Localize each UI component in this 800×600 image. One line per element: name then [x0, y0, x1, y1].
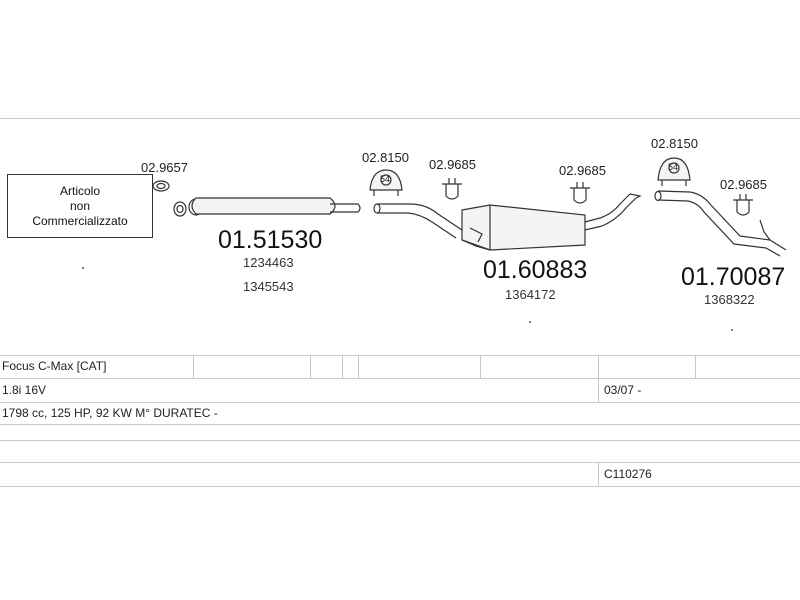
table-line-6 — [0, 462, 800, 463]
marker-dot — [731, 329, 733, 331]
center-silencer-oem-1: 1364172 — [505, 287, 556, 302]
table-divider-1 — [193, 355, 194, 378]
hanger-badge-1: 54 — [380, 174, 391, 184]
clamp-icon-1 — [442, 178, 462, 200]
notice-line-2: non — [69, 198, 91, 213]
not-commercialized-notice: Articolo non Commercializzato — [7, 174, 153, 238]
center-silencer-icon — [373, 193, 642, 251]
rubber-hanger-icon — [369, 169, 403, 196]
table-divider-5 — [480, 355, 481, 378]
table-divider-4 — [358, 355, 359, 378]
front-muffler-oem-2: 1345543 — [243, 279, 294, 294]
front-muffler-icon — [191, 197, 361, 215]
clamp-1-code-label[interactable]: 02.9685 — [429, 157, 476, 172]
notice-line-1: Articolo — [59, 183, 100, 198]
front-muffler-code[interactable]: 01.51530 — [218, 226, 323, 254]
marker-dot — [529, 321, 531, 323]
table-divider-8 — [598, 462, 599, 486]
vehicle-specs: 1798 cc, 125 HP, 92 KW M° DURATEC - — [2, 406, 218, 420]
rear-pipe-code[interactable]: 01.70087 — [681, 263, 786, 291]
hanger-badge-2: 54 — [668, 162, 679, 172]
center-silencer-code[interactable]: 01.60883 — [483, 256, 588, 284]
gasket-ring-icon — [152, 180, 170, 192]
clamp-icon-2 — [570, 182, 590, 204]
table-line-5 — [0, 440, 800, 441]
rear-pipe-oem-1: 1368322 — [704, 292, 755, 307]
hanger-1-code-label[interactable]: 02.8150 — [362, 150, 409, 165]
vehicle-engine: 1.8i 16V — [2, 383, 47, 397]
clamp-3-code-label[interactable]: 02.9685 — [720, 177, 767, 192]
clamp-icon-3 — [733, 194, 753, 216]
table-line-7 — [0, 486, 800, 487]
table-divider-2 — [310, 355, 311, 378]
vehicle-date-range: 03/07 - — [604, 383, 642, 397]
table-line-4 — [0, 424, 800, 425]
gasket-code-label[interactable]: 02.9657 — [141, 160, 188, 175]
table-divider-7 — [695, 355, 696, 378]
frame-top-line — [0, 118, 800, 119]
table-line-1 — [0, 355, 800, 356]
table-divider-3 — [342, 355, 343, 378]
rubber-hanger-icon-2 — [657, 157, 691, 186]
hanger-2-code-label[interactable]: 02.8150 — [651, 136, 698, 151]
table-line-2 — [0, 378, 800, 379]
front-muffler-oem-1: 1234463 — [243, 255, 294, 270]
catalog-code: C110276 — [604, 467, 652, 481]
marker-dot — [82, 267, 84, 269]
table-divider-6 — [598, 355, 599, 402]
table-line-3 — [0, 402, 800, 403]
clamp-2-code-label[interactable]: 02.9685 — [559, 163, 606, 178]
rear-pipe-icon — [654, 190, 787, 257]
vehicle-model: Focus C-Max [CAT] — [2, 359, 107, 373]
notice-line-3: Commercializzato — [32, 213, 128, 228]
